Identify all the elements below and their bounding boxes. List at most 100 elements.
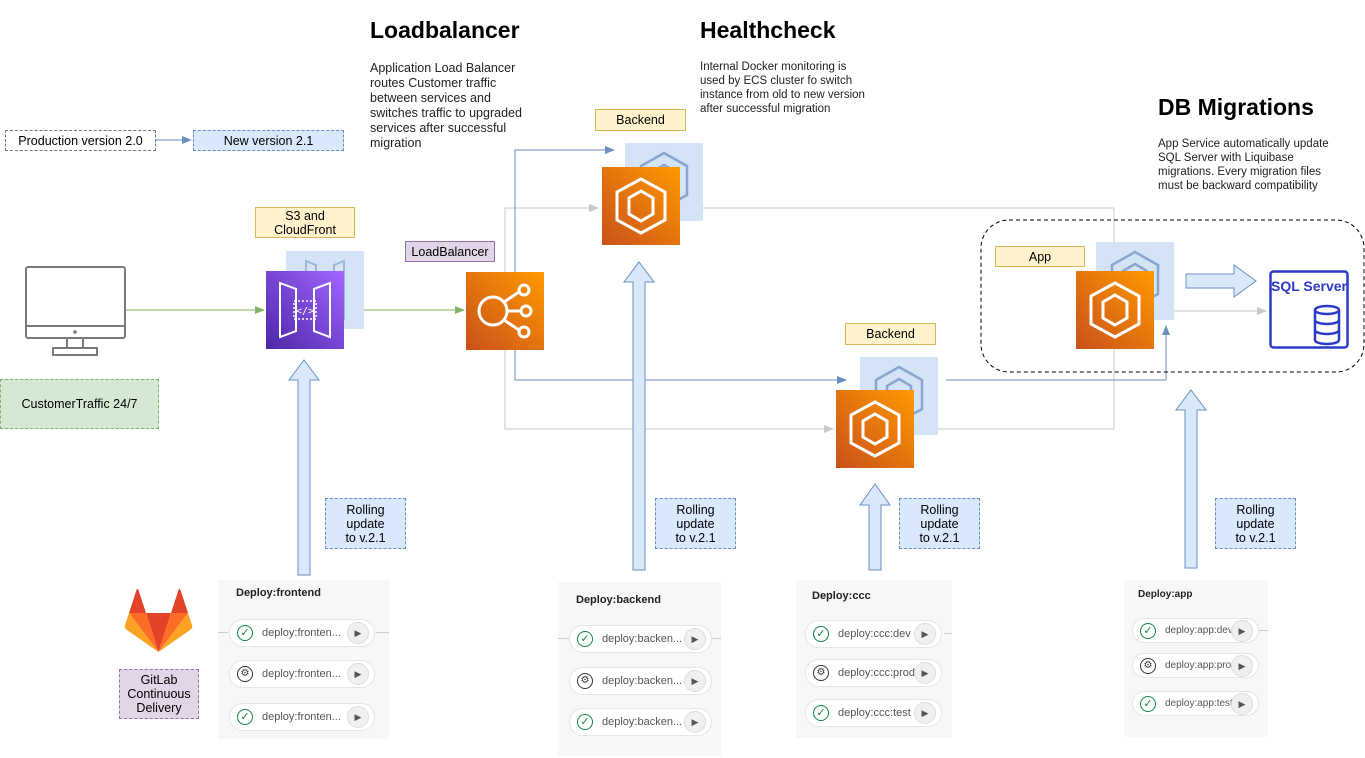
job-play-icon[interactable]: ▶ [347,706,369,728]
job-success-icon: ✓ [1140,623,1156,639]
pipeline-job[interactable]: ✓ deploy:ccc:dev ▶ [805,620,942,648]
pipeline-job[interactable]: ⚙ deploy:app:prod ▶ [1132,653,1259,678]
job-name: deploy:app:dev [1165,625,1233,636]
sql-server-database-icon [1269,270,1349,349]
healthcheck-desc-line: used by ECS cluster fo switch [700,75,853,87]
healthcheck-desc-line: after successful migration [700,103,831,115]
rolling-arrow-app [1175,389,1207,569]
job-name: deploy:fronten... [262,668,341,680]
app-label: App [995,246,1085,267]
pipeline-app: Deploy:app ✓ deploy:app:dev ▶ ⚙ deploy:a… [1124,580,1268,737]
pipeline-job[interactable]: ✓ deploy:app:test ▶ [1132,691,1259,716]
pipeline-title: Deploy:backend [576,594,661,606]
loadbalancer-desc-line: Application Load Balancer [370,61,516,75]
job-success-icon: ✓ [237,709,253,725]
job-name: deploy:backen... [602,633,683,645]
healthcheck-heading: Healthcheck [700,17,836,43]
pipeline-job[interactable]: ⚙ deploy:backen... ▶ [569,667,712,695]
job-manual-gear-icon: ⚙ [813,665,829,681]
loadbalancer-label: LoadBalancer [405,241,495,262]
gitlab-logo-icon [124,589,193,652]
job-play-icon[interactable]: ▶ [684,628,706,650]
pipeline-title: Deploy:frontend [236,587,321,599]
job-manual-gear-icon: ⚙ [577,673,593,689]
job-name: deploy:backen... [602,675,683,687]
pipeline-job[interactable]: ✓ deploy:fronten... ▶ [229,619,375,647]
rolling-arrow-frontend [288,359,320,576]
pipeline-connector [558,638,569,639]
pipeline-job[interactable]: ✓ deploy:app:dev ▶ [1132,618,1259,643]
new-path-backend-app [946,325,1170,381]
pipeline-job[interactable]: ⚙ deploy:fronten... ▶ [229,660,375,688]
svg-text:</>: </> [296,306,314,317]
gitlab-label-line: Delivery [136,701,182,715]
db-migrations-desc-line: SQL Server with Liquibase [1158,152,1294,164]
pipeline-job[interactable]: ⚙ deploy:ccc:prod ▶ [805,659,942,687]
backend-bottom-label: Backend [845,323,936,345]
pipeline-title: Deploy:app [1138,589,1193,600]
job-name: deploy:app:prod [1165,660,1237,671]
loadbalancer-desc-line: migration [370,136,422,150]
pipeline-connector [712,638,721,639]
s3-cloudfront-label: S3 and CloudFront [255,207,355,238]
pipeline-frontend: Deploy:frontend ✓ deploy:fronten... ▶ ⚙ … [218,580,389,739]
loadbalancer-desc-line: between services and [370,91,491,105]
pipeline-title: Deploy:ccc [812,590,871,602]
legend-new-version: New version 2.1 [193,130,344,151]
healthcheck-desc-line: Internal Docker monitoring is [700,61,847,73]
job-play-icon[interactable]: ▶ [347,622,369,644]
loadbalancer-description: Application Load Balancer routes Custome… [370,61,522,151]
migration-block-arrow [1185,264,1257,298]
db-migrations-desc-line: migrations. Every migration files [1158,166,1321,178]
job-play-icon[interactable]: ▶ [1231,655,1253,677]
backend-top-label: Backend [595,109,686,131]
job-play-icon[interactable]: ▶ [347,663,369,685]
rolling-update-version: to v.2.1 [1235,530,1276,545]
job-play-icon[interactable]: ▶ [1231,620,1253,642]
job-play-icon[interactable]: ▶ [914,623,936,645]
db-migrations-desc-line: must be backward compatibility [1158,180,1318,192]
old-path-lb-backend-bottom [504,349,834,433]
pipeline-ccc: Deploy:ccc ✓ deploy:ccc:dev ▶ ⚙ deploy:c… [796,580,952,738]
job-name: deploy:backen... [602,716,683,728]
new-path-lb-backend-bottom [514,349,847,384]
job-play-icon[interactable]: ▶ [914,662,936,684]
pipeline-job[interactable]: ✓ deploy:fronten... ▶ [229,703,375,731]
job-success-icon: ✓ [577,714,593,730]
job-play-icon[interactable]: ▶ [684,670,706,692]
pipeline-connector [944,633,952,634]
pipeline-job[interactable]: ✓ deploy:backen... ▶ [569,625,712,653]
job-success-icon: ✓ [813,705,829,721]
rolling-update-version: to v.2.1 [919,530,960,545]
pipeline-backend: Deploy:backend ✓ deploy:backen... ▶ ⚙ de… [558,582,721,756]
gitlab-label-line: Continuous [127,687,191,701]
db-migrations-heading: DB Migrations [1158,94,1314,120]
job-play-icon[interactable]: ▶ [914,702,936,724]
job-manual-gear-icon: ⚙ [1140,658,1156,674]
pipeline-job[interactable]: ✓ deploy:backen... ▶ [569,708,712,736]
desktop-computer-icon [25,266,126,356]
job-manual-gear-icon: ⚙ [237,666,253,682]
rolling-update-text: Rolling update [346,502,385,531]
app-group-border [980,219,1365,373]
ecs-container-icon [849,400,901,458]
loadbalancer-desc-line: routes Customer traffic [370,76,497,90]
healthcheck-description: Internal Docker monitoring is used by EC… [700,60,865,116]
job-name: deploy:fronten... [262,711,341,723]
pipeline-job[interactable]: ✓ deploy:ccc:test ▶ [805,699,942,727]
loadbalancer-desc-line: switches traffic to upgraded [370,106,522,120]
job-name: deploy:ccc:test [838,707,911,719]
elastic-load-balancer-icon [477,283,533,339]
pipeline-connector [376,632,389,633]
job-name: deploy:app:test [1165,698,1233,709]
job-play-icon[interactable]: ▶ [684,711,706,733]
job-success-icon: ✓ [1140,696,1156,712]
rolling-update-text: Rolling update [1236,502,1275,531]
job-name: deploy:ccc:dev [838,628,911,640]
job-play-icon[interactable]: ▶ [1231,693,1253,715]
legend-production-version: Production version 2.0 [5,130,156,151]
rolling-update-text: Rolling update [676,502,715,531]
